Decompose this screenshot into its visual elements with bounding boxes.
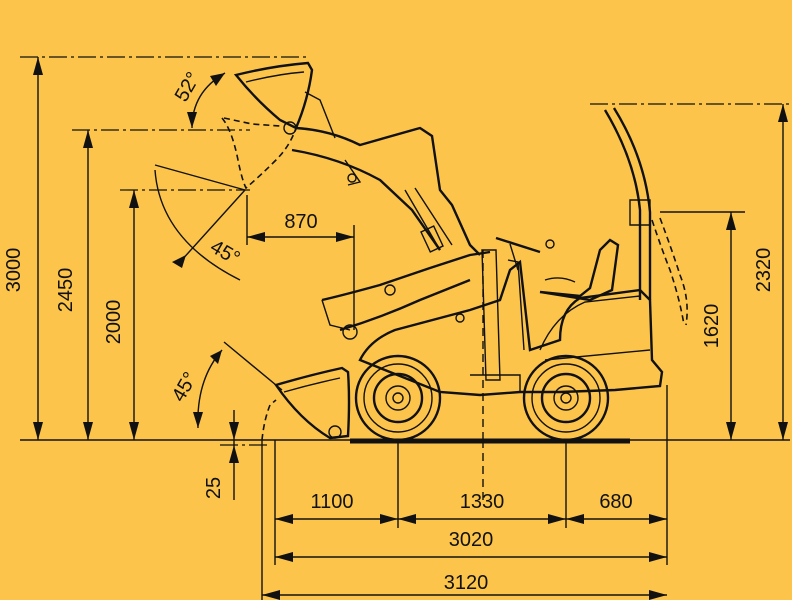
angle-45-bottom-arc xyxy=(193,341,283,429)
rear-wheel xyxy=(522,354,610,442)
angle-52-arc xyxy=(187,72,226,129)
dim-2000 xyxy=(120,189,250,440)
front-wheel xyxy=(354,354,442,442)
dim-2320 xyxy=(590,103,790,440)
dim-1620 xyxy=(660,211,745,440)
dim-680 xyxy=(566,514,667,524)
loader-lower-arm xyxy=(321,250,491,340)
dim-3000-label: 3000 xyxy=(3,248,25,293)
bucket-lowered xyxy=(274,366,351,440)
dim-1620-label: 1620 xyxy=(701,304,723,349)
steering-wheel xyxy=(495,236,555,271)
bucket-raised-top xyxy=(233,61,314,130)
dim-1100 xyxy=(275,514,398,524)
dim-2000-label: 2000 xyxy=(103,300,125,345)
dim-870 xyxy=(246,195,355,330)
dim-3120 xyxy=(262,590,667,600)
dim-3120-label: 3120 xyxy=(444,572,489,594)
dim-2450 xyxy=(72,129,250,440)
rops-frame xyxy=(603,107,688,326)
dim-2320-label: 2320 xyxy=(753,248,775,293)
seat xyxy=(539,238,620,302)
dim-1330 xyxy=(398,514,566,524)
dim-680-label: 680 xyxy=(599,491,632,513)
dim-3020 xyxy=(275,552,667,562)
dim-1100-label: 1100 xyxy=(310,491,353,513)
extension-lines xyxy=(261,385,668,600)
dim-1330-label: 1330 xyxy=(460,491,505,513)
dim-2450-label: 2450 xyxy=(55,268,77,313)
angle-45-top-arc xyxy=(154,164,246,281)
bucket-dashed-mid xyxy=(221,117,297,190)
dim-870-label: 870 xyxy=(284,211,317,233)
loader-boom xyxy=(283,91,481,256)
dim-3000 xyxy=(20,56,310,440)
bucket-dashed-ground xyxy=(261,399,277,441)
loader-chassis xyxy=(358,249,664,397)
dim-25-label: 25 xyxy=(203,477,225,499)
dim-3020-label: 3020 xyxy=(449,529,494,551)
